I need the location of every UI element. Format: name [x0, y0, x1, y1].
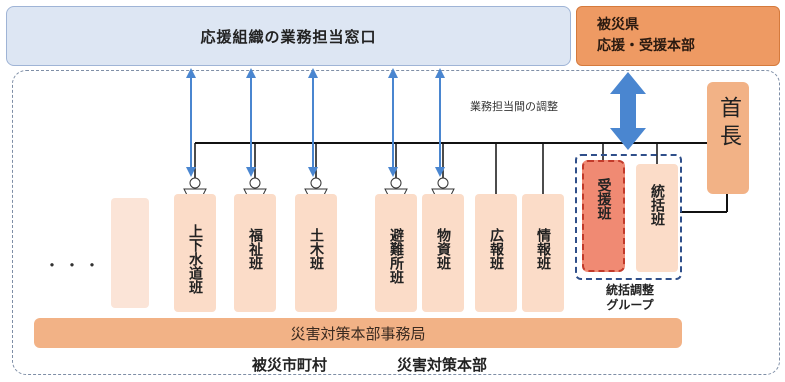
team-supplies: 物資班: [422, 194, 464, 312]
team-general-coordination: 統括班: [636, 164, 678, 272]
prefecture-line1: 被災県: [597, 17, 639, 33]
head-of-municipality: 首長: [707, 82, 749, 194]
team-shelter: 避難所班: [375, 194, 417, 312]
team-label: 上下水道班: [187, 224, 203, 294]
coordination-group-label: 統括調整 グループ: [578, 283, 682, 313]
team-label: 福祉班: [247, 228, 263, 270]
team-information: 情報班: [522, 194, 564, 312]
support-window-label: 応援組織の業務担当窓口: [200, 27, 377, 46]
team-label: 物資班: [435, 228, 451, 270]
prefecture-line2: 応援・受援本部: [597, 38, 695, 54]
group-label-line1: 統括調整: [605, 283, 654, 297]
secretariat-label: 災害対策本部事務局: [290, 324, 426, 343]
team-label: 避難所班: [388, 228, 404, 284]
support-window-box: 応援組織の業務担当窓口: [6, 6, 571, 66]
prefecture-hq-box: 被災県 応援・受援本部: [576, 6, 780, 66]
caption-disaster-hq: 災害対策本部: [397, 356, 488, 374]
team-box-unlabeled: [111, 198, 149, 308]
team-label: 情報班: [535, 228, 551, 270]
team-water-supply: 上下水道班: [174, 194, 216, 312]
team-label: 統括班: [649, 184, 665, 226]
caption-municipality: 被災市町村: [252, 356, 328, 374]
team-public-relations: 広報班: [475, 194, 517, 312]
group-label-line2: グループ: [606, 298, 654, 312]
team-label: 土木班: [308, 228, 324, 270]
team-civil-engineering: 土木班: [295, 194, 337, 312]
prefecture-double-arrow: [610, 72, 646, 150]
team-aid-reception: 受援班: [582, 160, 625, 272]
coordination-label: 業務担当間の調整: [470, 100, 558, 113]
more-teams-ellipsis: ・・・: [44, 256, 105, 275]
head-label: 首長: [716, 96, 741, 152]
team-welfare: 福祉班: [234, 194, 276, 312]
team-label: 広報班: [488, 228, 504, 270]
team-label: 受援班: [595, 178, 612, 220]
coordination-group-frame: [575, 154, 682, 280]
secretariat-bar: 災害対策本部事務局: [34, 318, 682, 348]
